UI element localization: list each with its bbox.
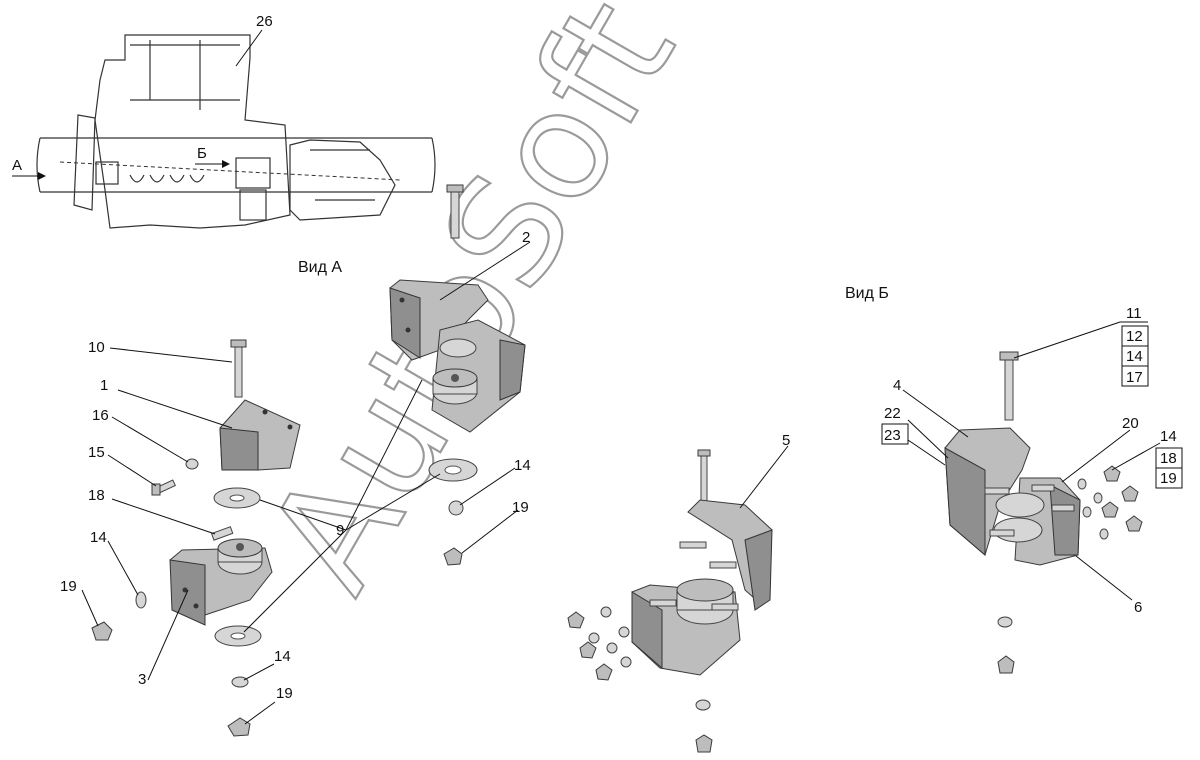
- label-boxes: [881, 325, 1183, 489]
- callout-19-bottom: 19: [276, 685, 293, 702]
- callout-19-left: 19: [60, 578, 77, 595]
- washer-14a: [135, 591, 147, 609]
- callout-14-right-stack: 14: [1126, 348, 1143, 365]
- callout-11: 11: [1126, 305, 1142, 322]
- bracket-2: [389, 279, 526, 433]
- callout-18-right: 18: [1160, 450, 1177, 467]
- callout-22: 22: [884, 405, 901, 422]
- leader-lines: [81, 241, 1161, 725]
- washer-9c: [428, 458, 478, 482]
- callout-6: 6: [1134, 599, 1142, 616]
- bracket-5: [631, 449, 773, 676]
- callout-14-bottom: 14: [274, 648, 291, 665]
- callout-10: 10: [88, 339, 105, 356]
- washer-9a: [213, 487, 261, 509]
- bolt-10: [230, 339, 247, 398]
- callout-19-middle: 19: [512, 499, 529, 516]
- bolt-top: [446, 184, 464, 239]
- nut-19b: [227, 717, 251, 737]
- nut-19a: [91, 621, 113, 641]
- view-a-title: Вид А: [298, 259, 342, 276]
- callout-14-middle: 14: [514, 457, 531, 474]
- bolt-15: [151, 479, 176, 496]
- fasteners-5-left: [567, 606, 713, 753]
- callout-2: 2: [522, 229, 530, 246]
- washer-14b: [231, 676, 249, 688]
- callout-3: 3: [138, 671, 146, 688]
- callout-1: 1: [100, 377, 108, 394]
- callout-18: 18: [88, 487, 105, 504]
- bracket-1: [219, 399, 301, 471]
- view-arrow-b-label: Б: [197, 145, 207, 162]
- bracket-4-6: [944, 351, 1081, 566]
- support-3: [169, 538, 273, 626]
- callout-14-right: 14: [1160, 428, 1177, 445]
- leader-26: [235, 29, 263, 67]
- callout-16: 16: [92, 407, 109, 424]
- callout-23: 23: [884, 427, 901, 444]
- washer-9b: [214, 625, 262, 647]
- callout-17: 17: [1126, 369, 1143, 386]
- callout-15: 15: [88, 444, 105, 461]
- view-arrow-a-label: А: [12, 157, 22, 174]
- nut-19c: [443, 547, 463, 566]
- callout-5: 5: [782, 432, 790, 449]
- callout-20: 20: [1122, 415, 1139, 432]
- bolt-18: [210, 526, 234, 541]
- view-b-title: Вид Б: [845, 285, 889, 302]
- callout-4: 4: [893, 377, 901, 394]
- callout-12: 12: [1126, 328, 1143, 345]
- callout-9: 9: [336, 522, 344, 539]
- washer-14c: [448, 500, 464, 516]
- callout-26: 26: [256, 13, 273, 30]
- fasteners-right: [997, 465, 1143, 674]
- engine-overview: [12, 34, 436, 229]
- callout-14-left: 14: [90, 529, 107, 546]
- callout-19-right: 19: [1160, 470, 1177, 487]
- washer-16: [185, 458, 199, 470]
